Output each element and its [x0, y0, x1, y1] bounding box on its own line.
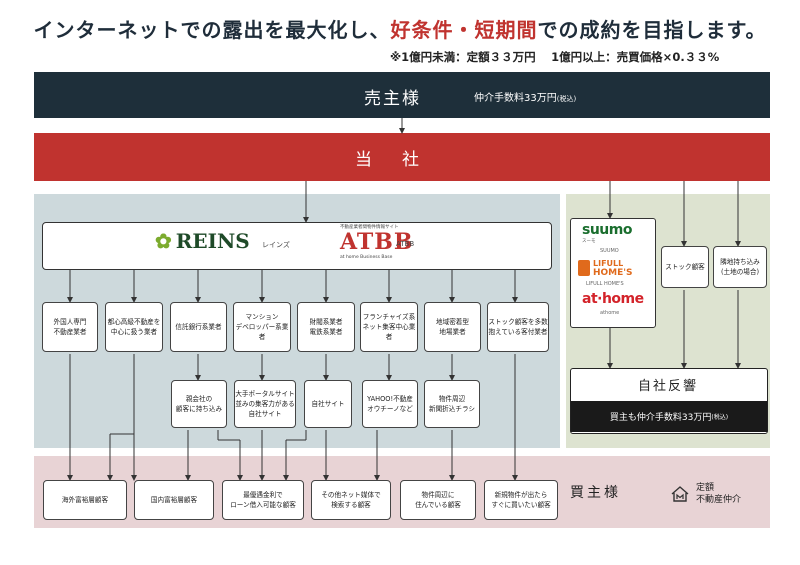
agent-box: 外国人専門 不動産業者 [42, 302, 98, 352]
suumo-name: SUUMO [600, 248, 619, 254]
buyer-segment-box: 海外富裕層顧客 [43, 480, 127, 520]
agent-box: マンション デベロッパー系業者 [233, 302, 291, 352]
atbb-logo: ATBB [340, 229, 414, 255]
buyer-segment-box: 最優遇金利で ローン借入可能な顧客 [222, 480, 304, 520]
agent-box: 信託銀行系業者 [170, 302, 227, 352]
atbb-label: ATBB [396, 240, 415, 248]
headline: インターネットでの露出を最大化し、好条件・短期間での成約を目指します。 [0, 14, 800, 43]
buyer-fee-tax: (税込) [711, 414, 729, 421]
suumo-logo: suumo [582, 222, 632, 238]
agent-box: フランチャイズ系 ネット集客中心業者 [360, 302, 418, 352]
agent-box: 地域密着型 地場業者 [424, 302, 481, 352]
athome-logo: at·home [582, 291, 644, 307]
reins-logo-text: REINS [175, 229, 250, 253]
lifull-house-icon [578, 260, 590, 276]
house-m-icon [671, 486, 689, 502]
buyer-segment-box: 国内富裕層顧客 [134, 480, 214, 520]
buyer-segment-box: 物件周辺に 住んでいる顧客 [400, 480, 476, 520]
buyers-title: 買主様 [570, 485, 621, 501]
own-response-title: 自社反響 [637, 378, 698, 394]
lifull-logo-line2: HOME'S [593, 268, 633, 278]
suumo-sub: スーモ [582, 239, 596, 244]
channel-box: 親会社の 顧客に持ち込み [171, 380, 227, 428]
agent-box: 都心高級不動産を 中心に扱う業者 [105, 302, 163, 352]
reins-leaf-icon: ✿ [155, 229, 172, 253]
channel-box: 物件周辺 新聞折込チラシ [424, 380, 480, 428]
stock-customer-box: ストック顧客 [661, 246, 709, 288]
buyer-segment-box: その他ネット媒体で 検索する顧客 [311, 480, 391, 520]
channel-box: 自社サイト [304, 380, 352, 428]
reins-kana: レインズ [262, 241, 290, 249]
reins-atbb-box [42, 222, 552, 270]
seller-title: 売主様 [364, 89, 421, 109]
channel-box: YAHOO!不動産 オウチーノなど [362, 380, 418, 428]
channel-box: 大手ポータルサイト 並みの集客力がある 自社サイト [234, 380, 296, 428]
seller-fee-tax: (税込) [556, 95, 577, 103]
headline-highlight: 好条件・短期間 [390, 18, 538, 42]
atbb-subtitle: 不動産業者間物件情報サイト [340, 225, 399, 230]
neighbor-box: 隣地持ち込み (土地の場合) [713, 246, 767, 288]
agent-box: ストック顧客を多数 抱えている客付業者 [487, 302, 549, 352]
reins-logo: ✿REINS [155, 229, 250, 253]
atbb-tagline: at home Business Base [340, 255, 393, 260]
seller-bar: 売主様 仲介手数料33万円(税込) [34, 72, 770, 118]
buyer-fee-banner: 買主も仲介手数料33万円(税込) [571, 401, 767, 432]
agent-box: 財閥系業者 電鉄系業者 [297, 302, 355, 352]
lifull-name: LIFULL HOME'S [586, 281, 624, 287]
headline-prefix: インターネットでの露出を最大化し、 [33, 18, 391, 42]
buyer-segment-box: 新規物件が出たら すぐに買いたい顧客 [484, 480, 558, 520]
company-title: 当社 [355, 150, 449, 170]
flat-fee-service: 定額 不動産仲介 [696, 483, 742, 506]
lifull-logo-line1: LIFULL [593, 259, 624, 268]
fee-note: ※1億円未満：定額３３万円 1億円以上：売買価格×0.３３% [390, 50, 720, 64]
athome-name: athome [600, 310, 620, 316]
company-bar: 当社 [34, 133, 770, 181]
seller-fee-text: 仲介手数料33万円 [474, 93, 557, 104]
headline-suffix: での成約を目指します。 [537, 18, 767, 42]
buyer-fee-text: 買主も仲介手数料33万円 [609, 413, 712, 423]
seller-fee: 仲介手数料33万円(税込) [474, 89, 576, 104]
